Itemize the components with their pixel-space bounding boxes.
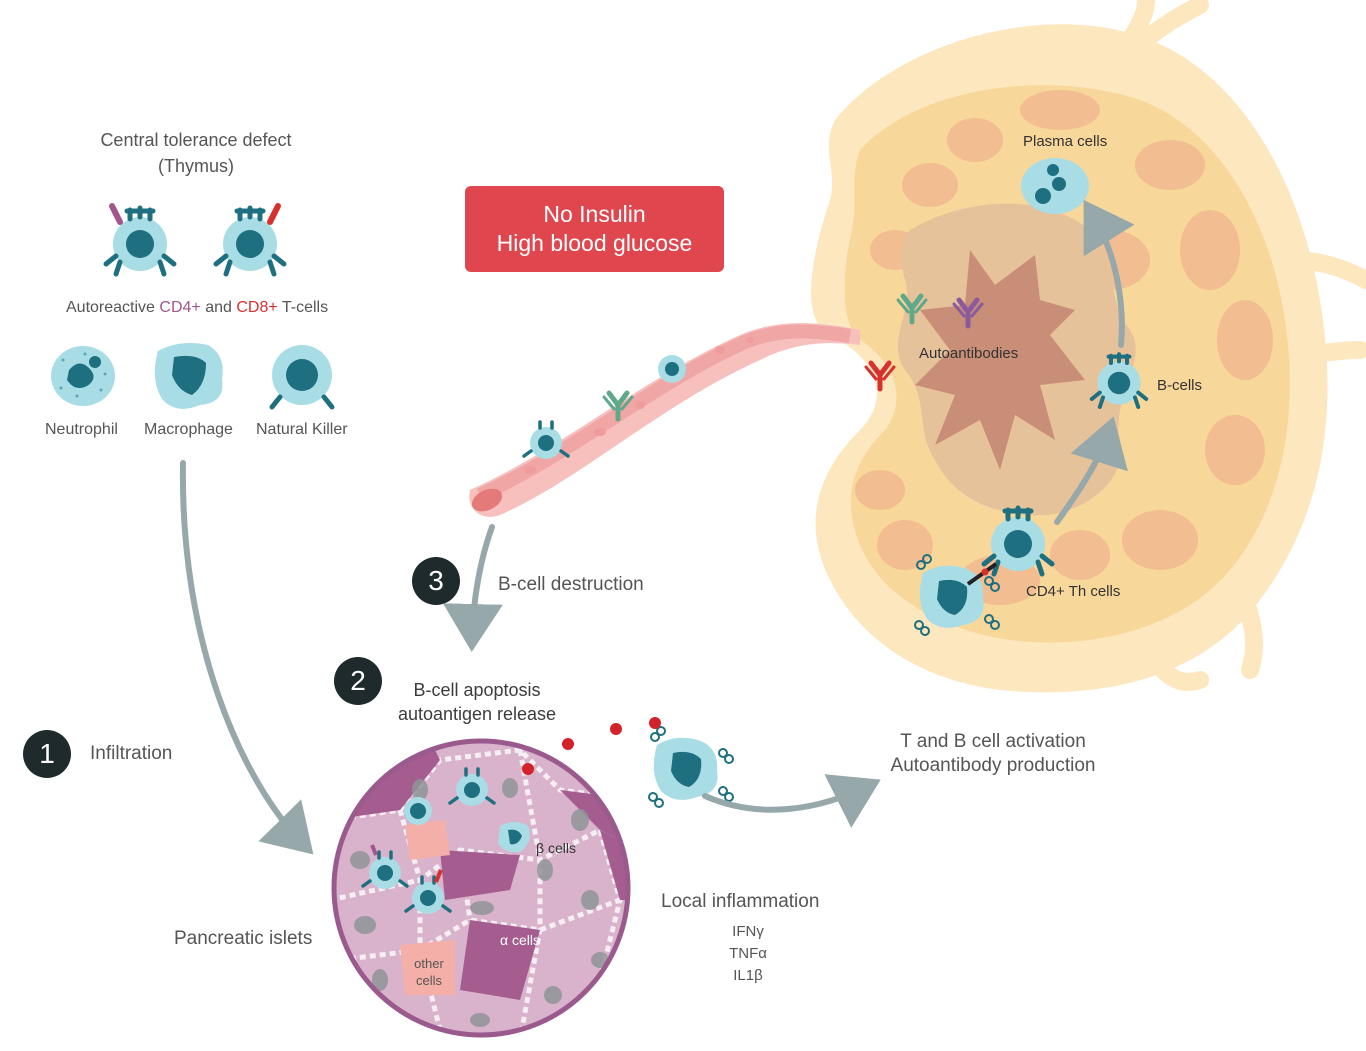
cytokine-list: IFNγ TNFα IL1β xyxy=(722,921,774,987)
flow-arrows xyxy=(179,199,1135,855)
lymph-hilum xyxy=(915,250,1085,470)
natural-killer-label: Natural Killer xyxy=(256,421,348,438)
other-cells-line1: other xyxy=(414,956,444,971)
pancreatic-islet xyxy=(331,738,631,1038)
cd4-label: CD4+ xyxy=(159,299,201,316)
local-inflammation-label: Local inflammation xyxy=(661,891,820,912)
activation-line1: T and B cell activation xyxy=(900,731,1086,752)
cd8-label: CD8+ xyxy=(236,299,278,316)
cd8-t-cell xyxy=(216,203,284,274)
arrow-destruction xyxy=(442,524,503,652)
alpha-cells-label: α cells xyxy=(500,932,540,948)
autoantibodies-label: Autoantibodies xyxy=(919,345,1019,362)
tcells-caption: Autoreactive CD4+ and CD8+ T-cells xyxy=(66,300,328,316)
step-2-label: B-cell apoptosis autoantigen release xyxy=(384,678,570,726)
cytokine-tnf: TNFα xyxy=(729,945,767,962)
neutrophil-label: Neutrophil xyxy=(45,421,118,438)
arrow-b-to-plasma xyxy=(1083,199,1135,348)
no-insulin-banner: No Insulin High blood glucose xyxy=(465,186,724,272)
cd4-th-cells-label: CD4+ Th cells xyxy=(1026,583,1121,600)
b-cells-label: B-cells xyxy=(1157,377,1203,394)
step-1-label: Infiltration xyxy=(90,743,173,764)
pancreatic-islets-label: Pancreatic islets xyxy=(174,928,313,949)
tcells-suffix: T-cells xyxy=(281,299,329,316)
vessel-small-cell xyxy=(658,355,686,383)
natural-killer-icon xyxy=(269,345,335,410)
step-3-badge: 3 xyxy=(412,557,460,605)
other-cells-label: other cells xyxy=(404,955,454,989)
cytokine-il1: IL1β xyxy=(733,967,763,984)
step-1-badge: 1 xyxy=(23,730,71,778)
step-2-line1: B-cell apoptosis xyxy=(413,680,541,700)
banner-line2: High blood glucose xyxy=(496,230,693,256)
free-apc xyxy=(648,726,734,808)
cd4-t-cell xyxy=(106,203,174,274)
arrow-th-to-b xyxy=(1054,416,1128,525)
activation-line2: Autoantibody production xyxy=(890,755,1096,776)
arrow-infiltration xyxy=(179,460,314,855)
blood-vessel xyxy=(469,323,860,517)
thymus-title-line2: (Thymus) xyxy=(158,156,234,176)
step-2-line2: autoantigen release xyxy=(397,704,557,724)
tcells-middle: and xyxy=(205,299,232,316)
autoantigen-dots xyxy=(522,717,661,775)
step-3-label: B-cell destruction xyxy=(498,574,644,595)
other-cells-line2: cells xyxy=(415,973,442,988)
neutrophil-icon xyxy=(51,346,115,406)
beta-cells-label: β cells xyxy=(536,840,576,856)
thymus-title: Central tolerance defect (Thymus) xyxy=(0,127,392,179)
banner-line1: No Insulin xyxy=(543,201,646,228)
cytokine-ifn: IFNγ xyxy=(732,923,764,940)
activation-label: T and B cell activation Autoantibody pro… xyxy=(877,730,1109,778)
arrow-activation xyxy=(702,774,881,828)
macrophage-label: Macrophage xyxy=(144,421,233,438)
macrophage-icon xyxy=(154,343,223,409)
plasma-cell-cluster xyxy=(1021,158,1089,214)
tcells-prefix: Autoreactive xyxy=(66,299,155,316)
step-2-badge: 2 xyxy=(334,657,382,705)
thymus-title-line1: Central tolerance defect xyxy=(100,130,292,150)
plasma-cells-label: Plasma cells xyxy=(1023,133,1108,150)
